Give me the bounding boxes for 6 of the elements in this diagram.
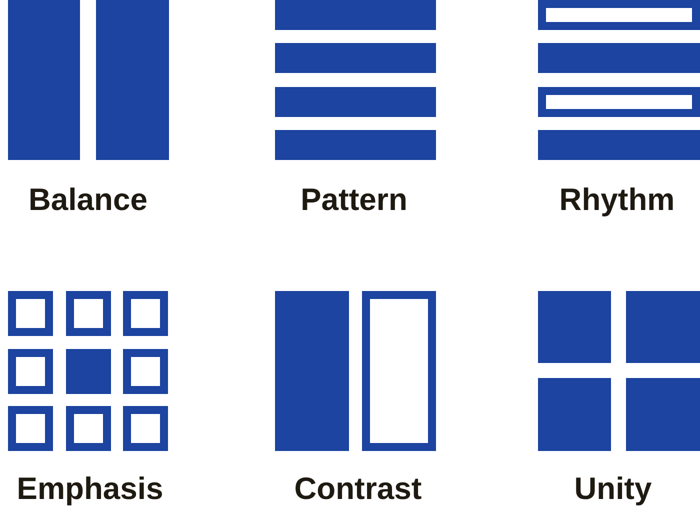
caption: Pattern: [300, 182, 408, 218]
caption: Rhythm: [559, 182, 675, 218]
caption: Balance: [28, 182, 148, 218]
caption: Unity: [574, 471, 652, 507]
caption: Contrast: [294, 471, 422, 507]
caption: Emphasis: [16, 471, 164, 507]
